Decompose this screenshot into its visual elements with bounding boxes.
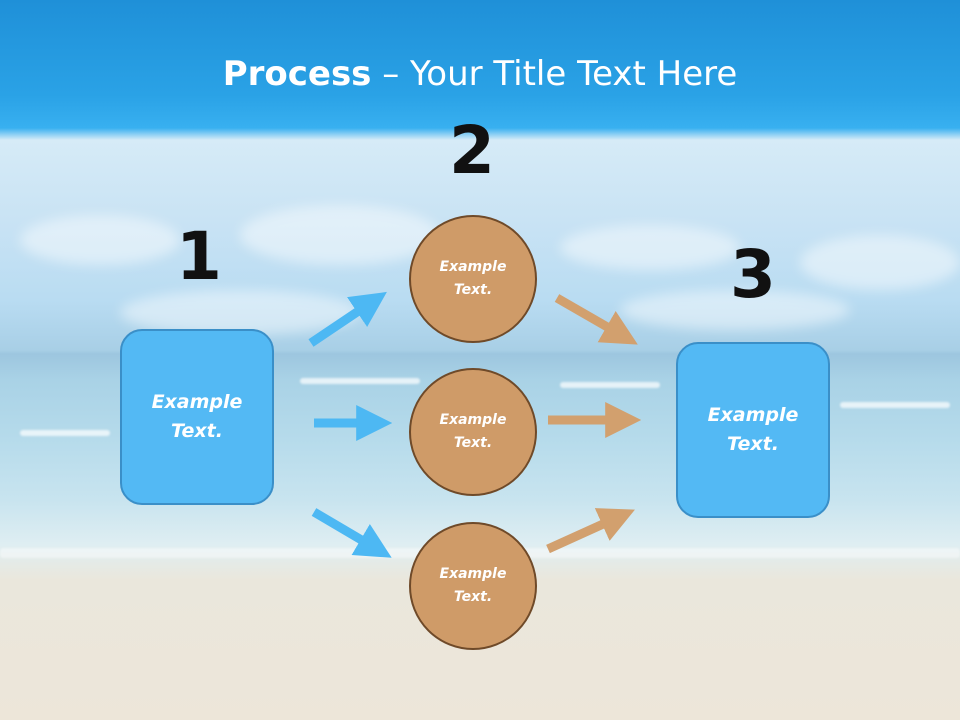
arrow-from-circle-3 [546,508,635,554]
wave-foam [20,430,110,436]
circle-middle-label: Example Text. [439,412,507,451]
step-2-circle-bottom: Example Text. [409,522,537,650]
title-bold: Process [222,54,372,94]
arrow-from-circle-1 [554,294,638,345]
cloud-shape [20,215,180,265]
step-1-number: 1 [176,218,222,295]
wave-foam [560,382,660,388]
circle-bottom-label: Example Text. [439,566,507,605]
title-rest: – Your Title Text Here [371,54,738,94]
step-2-circle-middle: Example Text. [409,368,537,496]
wave-foam [300,378,420,384]
step-3-number: 3 [730,236,776,313]
arrow-to-circle-3 [311,508,392,558]
step-1-box: Example Text. [120,329,274,505]
step-2-circle-top: Example Text. [409,215,537,343]
wave-foam [840,402,950,408]
step-2-number: 2 [449,112,495,189]
arrow-to-circle-1 [308,291,387,347]
cloud-shape [560,225,740,270]
cloud-shape [120,290,360,335]
slide-title: Process – Your Title Text Here [0,52,960,96]
cloud-shape [240,205,440,265]
circle-top-label: Example Text. [439,259,507,298]
step-3-label: Example Text. [707,404,799,455]
step-1-label: Example Text. [151,391,243,442]
cloud-shape [800,235,960,290]
cloud-shape [620,290,850,330]
step-3-box: Example Text. [676,342,830,518]
